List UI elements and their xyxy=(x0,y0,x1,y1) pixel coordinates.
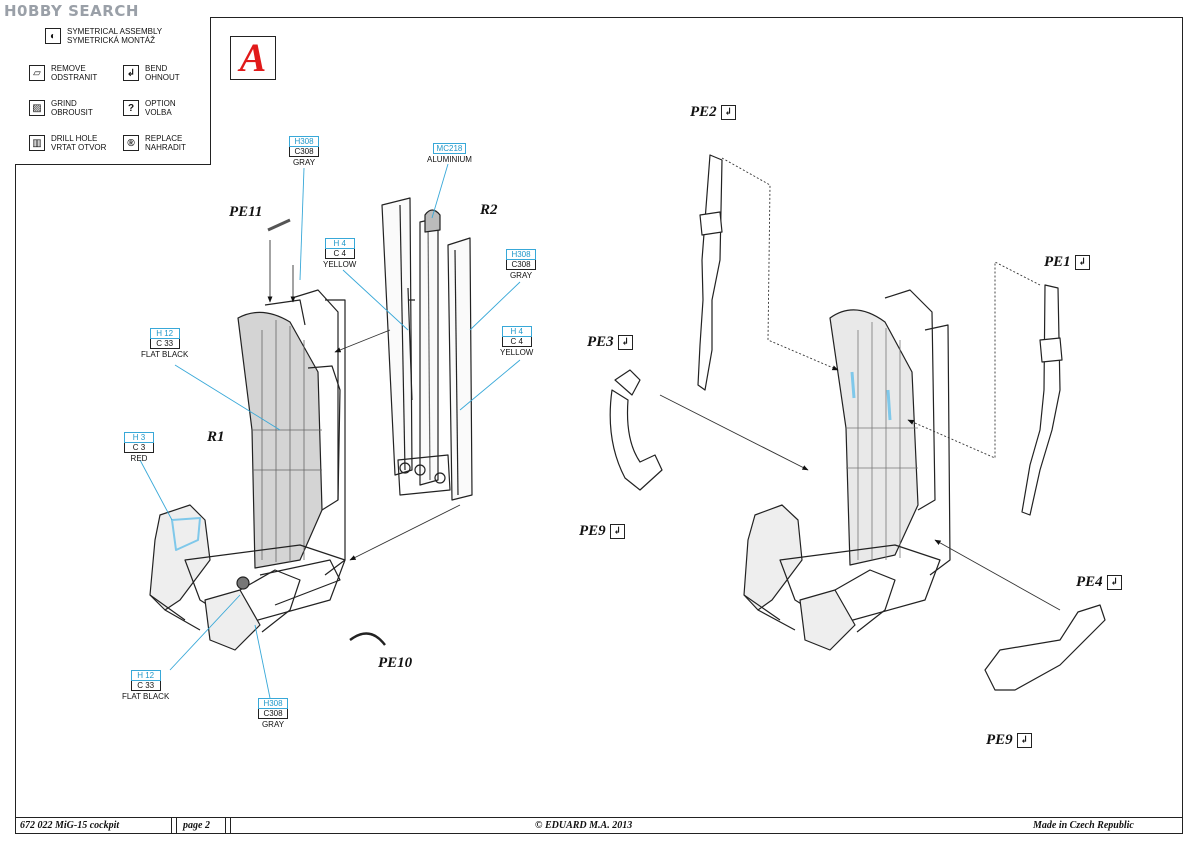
pe1-strap xyxy=(1021,284,1061,516)
legend-label: SYMETRICKÁ MONTÁŽ xyxy=(67,36,156,45)
remove-icon: ▱ xyxy=(29,65,45,81)
footer-page: page 2 xyxy=(183,820,210,831)
grind-icon: ▨ xyxy=(29,100,45,116)
sheet-frame xyxy=(15,17,1183,834)
symmetrical-assembly-icon: ◐ xyxy=(45,28,61,44)
label-pe4: PE4↲ xyxy=(1076,574,1122,591)
label-pe10: PE10 xyxy=(378,655,413,671)
footer-divider xyxy=(171,818,177,834)
step-marker: A xyxy=(230,36,276,80)
label-pe3: PE3↲ xyxy=(587,334,633,351)
footer-copyright: © EDUARD M.A. 2013 xyxy=(535,820,633,831)
step-letter: A xyxy=(239,35,267,80)
legend-label: VOLBA xyxy=(145,108,172,117)
replace-icon: ® xyxy=(123,135,139,151)
seat-r1-drawing xyxy=(149,289,346,651)
label-pe9-right: PE9↲ xyxy=(986,732,1032,749)
legend-label: NAHRADIT xyxy=(145,143,186,152)
label-r2: R2 xyxy=(480,202,498,218)
legend-label: ODSTRANIT xyxy=(51,73,98,82)
legend-label: BEND xyxy=(145,64,168,73)
bend-icon: ↲ xyxy=(1016,733,1032,748)
bend-icon: ↲ xyxy=(1074,255,1090,270)
footer-bar: 672 022 MiG-15 cockpit page 2 © EDUARD M… xyxy=(15,817,1183,834)
legend-label: VRTAT OTVOR xyxy=(51,143,107,152)
legend-label: SYMETRICAL ASSEMBLY xyxy=(67,27,163,36)
legend-label: OBROUSIT xyxy=(51,108,93,117)
label-pe11: PE11 xyxy=(229,204,263,220)
legend-label: DRILL HOLE xyxy=(51,134,98,143)
watermark: H0BBY SEARCH xyxy=(4,2,139,20)
pe2-strap xyxy=(697,154,723,391)
label-pe1: PE1↲ xyxy=(1044,254,1090,271)
pe10-part xyxy=(349,632,386,646)
legend-label: OHNOUT xyxy=(145,73,180,82)
pe3-part xyxy=(609,389,663,491)
bend-icon: ↲ xyxy=(123,65,139,81)
legend-label: REPLACE xyxy=(145,134,183,143)
footer-kit: 672 022 MiG-15 cockpit xyxy=(20,820,120,831)
pe4-part xyxy=(984,604,1106,691)
pe11-part xyxy=(267,218,291,232)
drill-hole-icon: ▥ xyxy=(29,135,45,151)
legend-label: REMOVE xyxy=(51,64,86,73)
bend-icon: ↲ xyxy=(720,105,736,120)
footer-divider xyxy=(225,818,231,834)
bend-icon: ↲ xyxy=(617,335,633,350)
option-icon: ? xyxy=(123,100,139,116)
label-pe2: PE2↲ xyxy=(690,104,736,121)
bend-icon: ↲ xyxy=(609,524,625,539)
bend-icon: ↲ xyxy=(1106,575,1122,590)
label-r1: R1 xyxy=(207,429,225,445)
label-pe9-left: PE9↲ xyxy=(579,523,625,540)
legend-label: OPTION xyxy=(145,99,176,108)
legend-label: GRIND xyxy=(51,99,77,108)
rail-r2-drawing xyxy=(381,197,473,501)
seat-right-drawing xyxy=(743,289,951,651)
footer-origin: Made in Czech Republic xyxy=(1033,820,1134,831)
